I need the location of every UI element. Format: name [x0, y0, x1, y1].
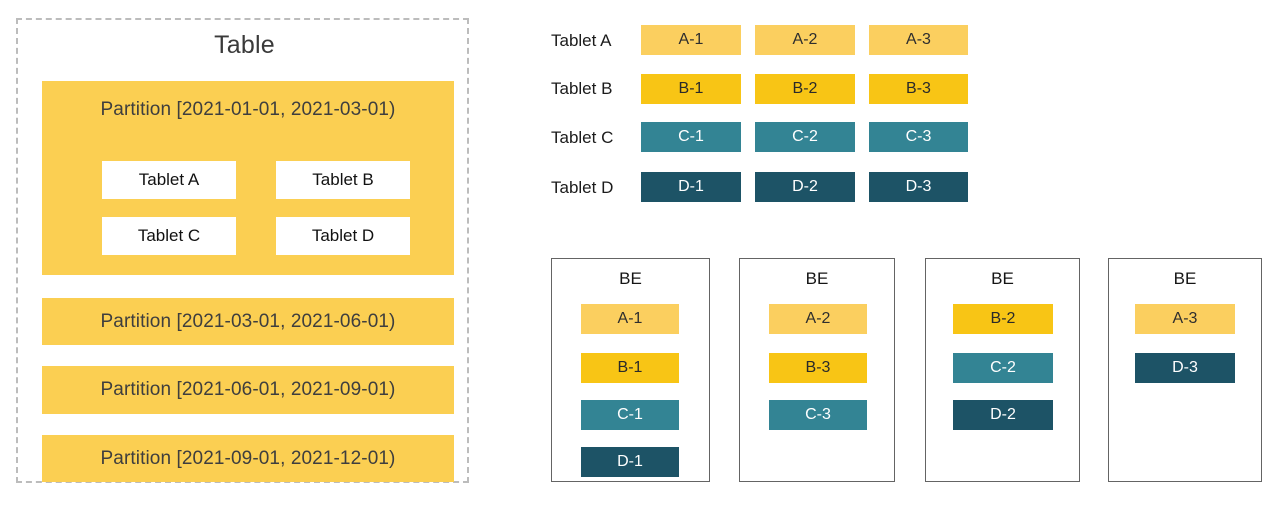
partition-label-1: Partition [2021-03-01, 2021-06-01): [100, 311, 396, 332]
partition-label-3: Partition [2021-09-01, 2021-12-01): [100, 448, 396, 469]
tablet-row-label-a: Tablet A: [551, 31, 612, 50]
tablet-chip-b[interactable]: Tablet B: [276, 161, 410, 199]
be-item-c-3[interactable]: C-3: [769, 400, 867, 430]
be-node-2[interactable]: BE B-2 C-2 D-2: [925, 258, 1080, 482]
partition-box-2[interactable]: Partition [2021-06-01, 2021-09-01): [42, 366, 454, 414]
shard-c-2[interactable]: C-2: [755, 122, 855, 152]
be-node-title-0: BE: [619, 269, 642, 288]
be-node-0[interactable]: BE A-1 B-1 C-1 D-1: [551, 258, 710, 482]
be-node-title-1: BE: [805, 269, 829, 288]
be-item-a-3[interactable]: A-3: [1135, 304, 1235, 334]
shard-a-2[interactable]: A-2: [755, 25, 855, 55]
shard-b-1[interactable]: B-1: [641, 74, 741, 104]
shard-a-3[interactable]: A-3: [869, 25, 968, 55]
shard-d-3[interactable]: D-3: [869, 172, 968, 202]
be-node-title-2: BE: [991, 269, 1014, 288]
partition-box-3[interactable]: Partition [2021-09-01, 2021-12-01): [42, 435, 454, 482]
tablet-row-label-b: Tablet B: [551, 79, 613, 98]
partition-box-1[interactable]: Partition [2021-03-01, 2021-06-01): [42, 298, 454, 345]
be-item-d-2[interactable]: D-2: [953, 400, 1053, 430]
shard-c-1[interactable]: C-1: [641, 122, 741, 152]
be-item-d-3[interactable]: D-3: [1135, 353, 1235, 383]
be-node-title-3: BE: [1173, 269, 1197, 288]
be-node-3[interactable]: BE A-3 D-3: [1108, 258, 1262, 482]
tablet-chip-d[interactable]: Tablet D: [276, 217, 410, 255]
be-item-a-2[interactable]: A-2: [769, 304, 867, 334]
partition-label-0: Partition [2021-01-01, 2021-03-01): [100, 99, 396, 120]
tablet-row-label-d: Tablet D: [551, 178, 614, 197]
be-item-c-2[interactable]: C-2: [953, 353, 1053, 383]
shard-d-1[interactable]: D-1: [641, 172, 741, 202]
be-item-c-1[interactable]: C-1: [581, 400, 679, 430]
tablet-shard-rows: Tablet A A-1 A-2 A-3 Tablet B B-1 B-2 B-…: [0, 0, 1280, 220]
partition-box-0[interactable]: Partition [2021-01-01, 2021-03-01) Table…: [42, 81, 454, 275]
partition-label-2: Partition [2021-06-01, 2021-09-01): [100, 379, 396, 400]
be-item-d-1[interactable]: D-1: [581, 447, 679, 477]
page-title: Table: [214, 31, 275, 59]
be-node-1[interactable]: BE A-2 B-3 C-3: [739, 258, 895, 482]
tablet-chip-a[interactable]: Tablet A: [102, 161, 236, 199]
tablet-row-label-c: Tablet C: [551, 128, 614, 147]
be-item-b-2[interactable]: B-2: [953, 304, 1053, 334]
shard-c-3[interactable]: C-3: [869, 122, 968, 152]
be-item-b-3[interactable]: B-3: [769, 353, 867, 383]
tablet-chip-c[interactable]: Tablet C: [102, 217, 236, 255]
be-item-b-1[interactable]: B-1: [581, 353, 679, 383]
shard-a-1[interactable]: A-1: [641, 25, 741, 55]
table-panel: Table Partition [2021-01-01, 2021-03-01)…: [16, 18, 469, 483]
shard-b-3[interactable]: B-3: [869, 74, 968, 104]
shard-b-2[interactable]: B-2: [755, 74, 855, 104]
shard-d-2[interactable]: D-2: [755, 172, 855, 202]
be-item-a-1[interactable]: A-1: [581, 304, 679, 334]
